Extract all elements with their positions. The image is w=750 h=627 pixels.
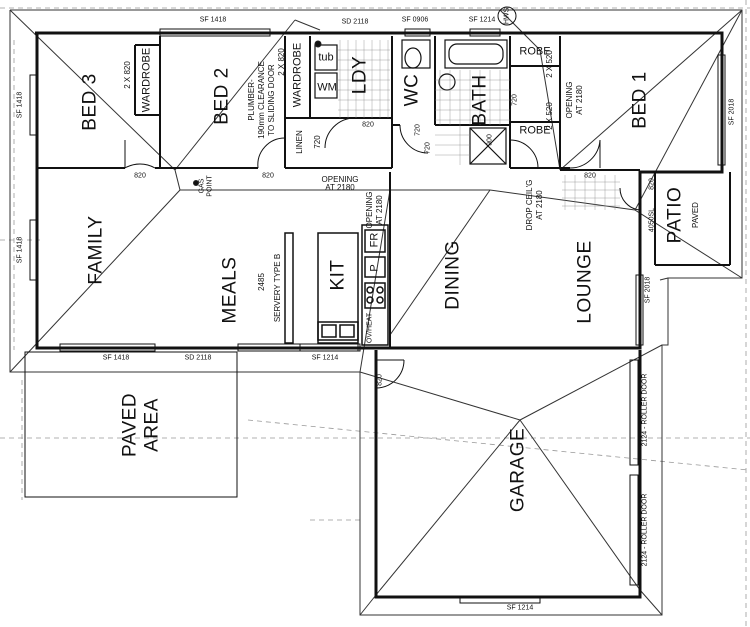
door-820-bed3: 820 <box>134 172 146 180</box>
robe-size-bottom: 2 X 520 <box>545 102 554 130</box>
opening-hall-2: AT 2180 <box>325 183 355 192</box>
wardrobe-bed2: WARDROBE <box>291 42 304 108</box>
door-820-patio: 820 <box>648 178 656 190</box>
shower-size: 900 <box>486 134 494 146</box>
paved-area <box>24 351 238 498</box>
plumber-note-1: PLUMBER- <box>247 79 256 121</box>
door-820-ldy: 820 <box>362 121 374 129</box>
door-820-bed1: 820 <box>584 172 596 180</box>
room-family: FAMILY <box>85 215 107 285</box>
oven-label: OV/HEAT <box>366 312 374 344</box>
dim-sf2018-lounge: SF 2018 <box>644 276 652 304</box>
room-bath: BATH <box>469 74 491 126</box>
kitchen-bench <box>284 224 389 346</box>
hws-marker <box>497 6 517 26</box>
plumber-note-3: TO SLIDING DOOR <box>267 64 276 136</box>
servery-width: 2485 <box>257 273 266 291</box>
room-garage: GARAGE <box>507 427 529 513</box>
door-820-bed2: 820 <box>262 172 274 180</box>
robe-size-top: 2 X 520 <box>545 50 554 78</box>
opening-dining-2: AT 2180 <box>375 195 384 225</box>
room-bed1: BED 1 <box>629 71 651 129</box>
gas-dot <box>193 180 199 186</box>
paved-area-line1: PAVED <box>119 392 141 458</box>
dim-sf1214-top: SF 1214 <box>468 16 496 24</box>
dim-sd2118-top: SD 2118 <box>341 18 369 26</box>
dim-sf2018-right: SF 2018 <box>728 98 736 126</box>
opening-hall-1: OPENING <box>321 175 359 184</box>
roller-door-2: 2124 - ROLLER DOOR <box>641 493 649 567</box>
room-dining: DINING <box>442 240 464 310</box>
windows <box>29 28 726 604</box>
sliding-4050: 4050SL <box>648 207 656 233</box>
room-bed2: BED 2 <box>211 67 233 125</box>
wm-label: WM <box>317 81 337 94</box>
wardrobe-size-bed2: 2 X 820 <box>277 48 286 76</box>
plumber-note-2: 190mm CLEARANCE <box>257 61 266 139</box>
room-kit: KIT <box>327 259 349 291</box>
wardrobe-bed3: WARDROBE <box>140 47 153 113</box>
dim-sf1418-bottom: SF 1418 <box>102 354 130 362</box>
gas-point-line2: POINT <box>206 175 214 197</box>
dim-sd2118-bottom: SD 2118 <box>184 354 212 362</box>
servery-label: SERVERY TYPE B <box>273 253 282 323</box>
gas-point-line1: GAS <box>198 178 206 194</box>
room-wc: WC <box>401 73 423 107</box>
dim-sf0906: SF 0906 <box>401 16 429 24</box>
opening-bed1-1: OPENING <box>565 81 574 119</box>
door-swings <box>124 117 641 389</box>
tub-label: tub <box>318 51 334 64</box>
dim-sf1418-left-top: SF 1418 <box>16 91 24 119</box>
dim-sf1418-left-bottom: SF 1418 <box>16 236 24 264</box>
fridge-label: FR <box>368 232 381 248</box>
pantry-label: P <box>368 264 381 272</box>
door-720-wc: 720 <box>414 124 422 136</box>
robe-top: ROBE <box>519 45 551 58</box>
patio-paved: PAVED <box>691 202 700 228</box>
room-meals: MEALS <box>219 256 241 324</box>
opening-dining-1: OPENING <box>365 191 374 229</box>
room-patio: PATIO <box>664 186 686 244</box>
dim-sf1418-top: SF 1418 <box>199 16 227 24</box>
roller-door-1: 2124 - ROLLER DOOR <box>641 373 649 447</box>
dim-sf1214-bottom: SF 1214 <box>311 354 339 362</box>
wardrobe-size-bed3: 2 X 820 <box>123 61 132 89</box>
paved-area-line2: AREA <box>141 398 163 452</box>
drop-ceiling-1: DROP CEIL'G <box>525 179 534 231</box>
door-720-bath2: 720 <box>511 94 519 106</box>
room-bed3: BED 3 <box>79 73 101 131</box>
dim-sf1214-garage: SF 1214 <box>506 604 534 612</box>
room-ldy: LDY <box>349 55 371 95</box>
gas-point-dot <box>314 40 322 48</box>
roof-outline <box>9 9 743 616</box>
drop-ceiling-2: AT 2180 <box>535 190 544 220</box>
linen-width: 720 <box>313 135 322 149</box>
robe-bottom: ROBE <box>519 124 551 137</box>
tile-grid <box>338 40 620 210</box>
linen-label: LINEN <box>295 130 304 154</box>
door-720-bath: 720 <box>424 142 432 154</box>
opening-bed1-2: AT 2180 <box>575 85 584 115</box>
door-820-garage: 820 <box>376 374 384 386</box>
hws-label: HWS <box>503 7 511 25</box>
room-lounge: LOUNGE <box>574 240 596 324</box>
